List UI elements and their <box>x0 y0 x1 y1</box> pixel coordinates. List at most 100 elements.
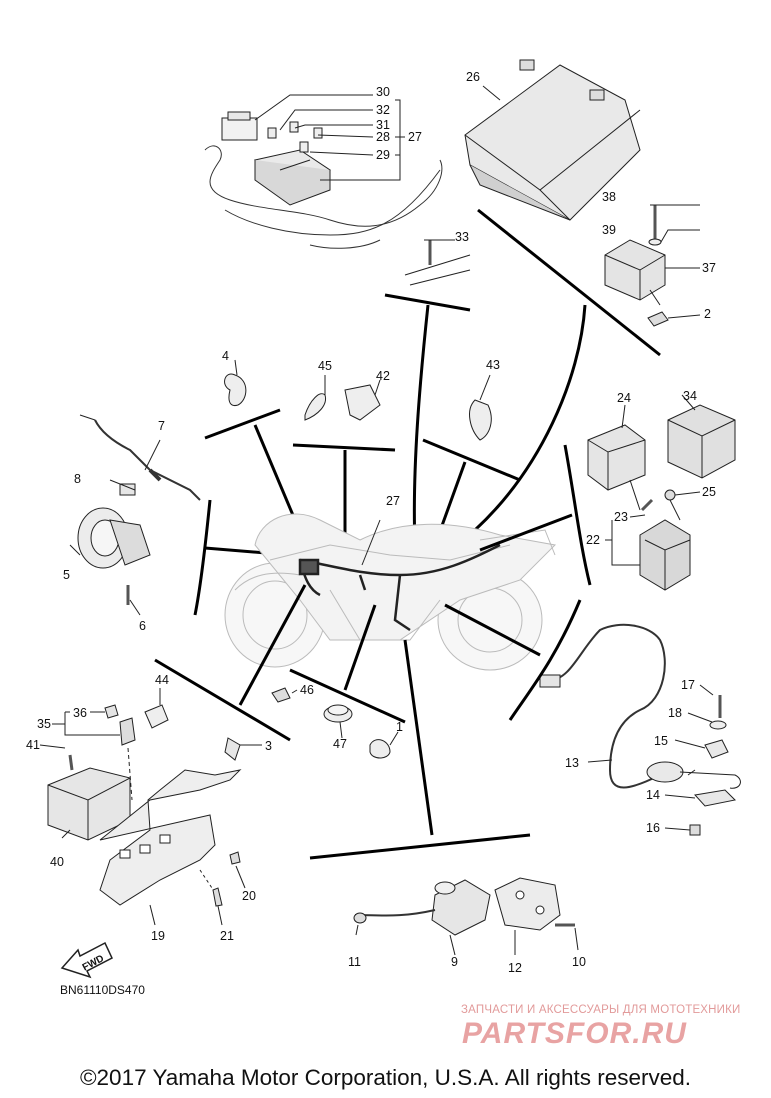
label-35: 35 <box>37 717 51 731</box>
label-34: 34 <box>683 389 697 403</box>
bracket-44 <box>144 688 169 729</box>
label-37: 37 <box>702 261 716 275</box>
label-21: 21 <box>220 929 234 943</box>
label-46: 46 <box>300 683 314 697</box>
bracket-bottom <box>309 833 531 860</box>
bracket-4 <box>204 408 281 440</box>
washer-39 <box>648 229 700 246</box>
label-32: 32 <box>376 103 390 117</box>
label-27: 27 <box>386 494 400 508</box>
starter-relay-37 <box>604 239 700 306</box>
ecu-34 <box>667 394 736 479</box>
label-26: 26 <box>466 70 480 84</box>
battery <box>464 59 641 221</box>
label-2: 2 <box>704 307 711 321</box>
fasteners-13 <box>587 684 737 836</box>
fuse-box-callouts <box>254 94 405 181</box>
fwd-arrow <box>60 941 113 979</box>
label-36: 36 <box>73 706 87 720</box>
label-28: 28 <box>376 130 390 144</box>
bracket-right <box>563 444 592 586</box>
bracket-45-42 <box>292 443 396 452</box>
grommet-47 <box>323 704 353 739</box>
label-4: 4 <box>222 349 229 363</box>
clip-2 <box>647 311 701 327</box>
pointer-right <box>479 513 573 552</box>
label-7: 7 <box>158 419 165 433</box>
label-29: 29 <box>376 148 390 162</box>
label-16: 16 <box>646 821 660 835</box>
bracket-13 <box>508 599 582 721</box>
label-11: 11 <box>348 955 361 969</box>
label-27-top: 27 <box>408 130 422 144</box>
band-43 <box>469 374 492 441</box>
label-33: 33 <box>455 230 469 244</box>
label-3: 3 <box>265 739 272 753</box>
label-25: 25 <box>702 485 716 499</box>
label-13: 13 <box>565 756 579 770</box>
bracket-12 <box>494 877 561 955</box>
pointer-47 <box>343 604 377 691</box>
label-17: 17 <box>681 678 695 692</box>
label-5: 5 <box>63 568 70 582</box>
label-22: 22 <box>586 533 600 547</box>
pointer-33 <box>412 304 430 546</box>
label-38: 38 <box>602 190 616 204</box>
bracket-33 <box>384 293 471 312</box>
label-39: 39 <box>602 223 616 237</box>
label-41: 41 <box>26 738 40 752</box>
label-43: 43 <box>486 358 500 372</box>
label-15: 15 <box>654 734 668 748</box>
label-30: 30 <box>376 85 390 99</box>
wire-harness-27 <box>298 519 501 632</box>
label-47: 47 <box>333 737 347 751</box>
label-42: 42 <box>376 369 390 383</box>
fuse-box-assembly <box>204 111 443 249</box>
bolt-38 <box>650 204 700 240</box>
label-19: 19 <box>151 929 165 943</box>
label-20: 20 <box>242 889 256 903</box>
label-45: 45 <box>318 359 332 373</box>
items-35-36 <box>52 704 136 801</box>
band-4 <box>224 359 247 407</box>
label-10: 10 <box>572 955 586 969</box>
bracket-lower-left <box>154 658 291 742</box>
sensor-9 <box>353 879 491 956</box>
clamp-42 <box>344 379 381 421</box>
bracket-19 <box>99 769 242 926</box>
label-14: 14 <box>646 788 660 802</box>
label-9: 9 <box>451 955 458 969</box>
pointer-4 <box>253 424 297 521</box>
pointer-lower-left <box>238 584 307 706</box>
motorcycle-outline <box>224 513 557 671</box>
label-6: 6 <box>139 619 146 633</box>
label-8: 8 <box>74 472 81 486</box>
battery-pointer <box>477 208 661 357</box>
bracket-horn <box>193 499 212 616</box>
label-12: 12 <box>508 961 522 975</box>
module-40 <box>39 744 131 841</box>
battery-pointer-arm <box>473 304 587 532</box>
label-23: 23 <box>614 510 628 524</box>
ecu-24 <box>587 404 646 511</box>
label-1: 1 <box>396 720 403 734</box>
label-40: 40 <box>50 855 64 869</box>
pointer-bottom <box>403 639 434 836</box>
horn-assembly <box>69 414 201 616</box>
figure-code: BN61110DS470 <box>60 983 145 997</box>
label-24: 24 <box>617 391 631 405</box>
pointer-13 <box>444 603 541 657</box>
clip-46 <box>271 687 298 703</box>
copyright-notice: ©2017 Yamaha Motor Corporation, U.S.A. A… <box>79 1065 692 1090</box>
rectifier-22 <box>605 489 701 591</box>
watermark-logo: PARTSFOR.RU <box>462 1017 687 1050</box>
label-31: 31 <box>376 118 390 132</box>
label-18: 18 <box>668 706 682 720</box>
fasteners-20-21 <box>199 851 246 926</box>
bolt-3 <box>224 737 262 761</box>
clamp-1 <box>369 731 399 759</box>
sensor-lead-13 <box>539 623 741 789</box>
band-45 <box>304 375 327 421</box>
watermark-tagline: ЗАПЧАСТИ И АКСЕССУАРЫ ДЛЯ МОТОТЕХНИКИ <box>461 1004 741 1016</box>
